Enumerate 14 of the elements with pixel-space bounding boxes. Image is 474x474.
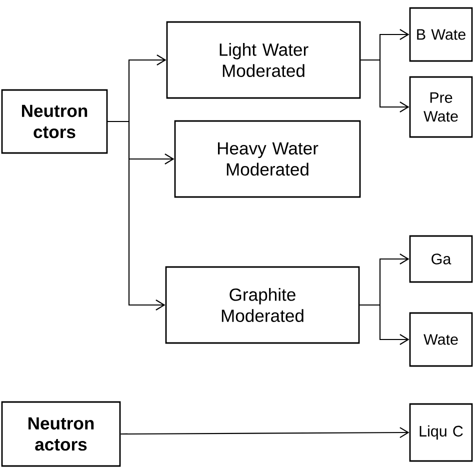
arrow	[108, 120, 166, 310]
reactor-type-box: Neutron ctors	[1, 89, 108, 154]
reactor-type-box: B Wate	[409, 7, 473, 62]
reactor-type-box: Graphite Moderated	[165, 266, 360, 344]
reactor-type-box: Light Water Moderated	[166, 21, 361, 99]
reactor-type-box: Heavy Water Moderated	[174, 120, 361, 198]
reactor-type-box: Ga	[409, 235, 473, 283]
reactor-type-box: Liqu C	[409, 403, 473, 462]
arrow	[360, 59, 410, 112]
arrow	[120, 427, 410, 438]
reactor-type-box: Wate	[409, 312, 473, 367]
reactor-type-box: Neutron actors	[1, 401, 121, 467]
arrow	[360, 304, 410, 345]
reactor-type-box: Pre Wate	[409, 76, 473, 138]
